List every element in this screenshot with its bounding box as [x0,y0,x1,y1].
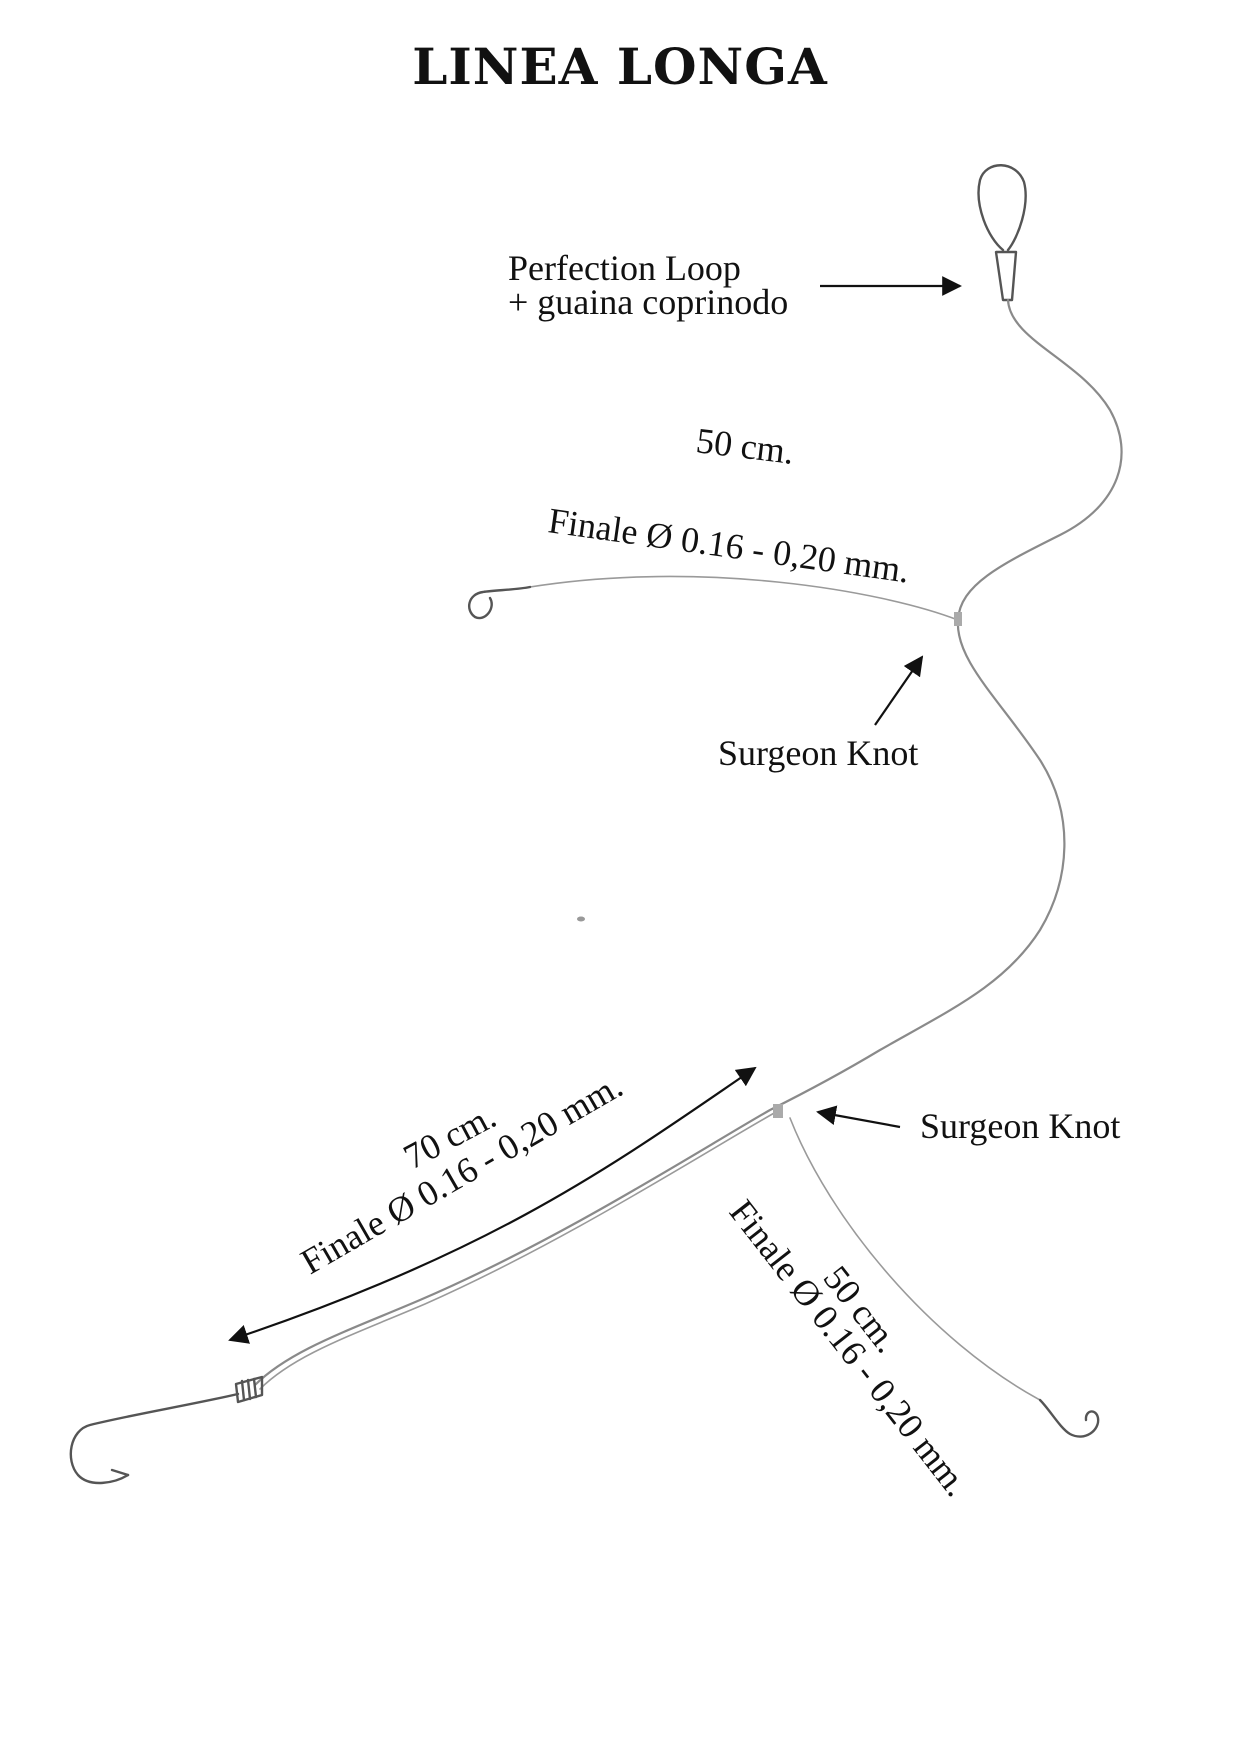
perfection-loop-label: Perfection Loop [508,248,741,288]
upper-finale-label: Finale Ø 0.16 - 0,20 mm. [546,500,912,590]
pencil-speck [577,916,585,922]
upper-surgeon-knot-label: Surgeon Knot [718,733,918,773]
page-title: LINEA LONGA [412,37,828,96]
lower-finale-label: Finale Ø 0.16 - 0,20 mm. [722,1192,978,1503]
lower-surgeon-knot-arrow [816,1105,901,1129]
main-length-arrow [228,1066,757,1344]
lower-surgeon-knot-label: Surgeon Knot [920,1106,1120,1146]
lower-hook-icon [1038,1398,1100,1438]
upper-surgeon-knot-mark [954,612,962,626]
lower-dropper-line [789,1117,1041,1401]
main-finale-label: Finale Ø 0.16 - 0,20 mm. [294,1065,629,1282]
upper-dropper-line [529,575,959,621]
sleeve-label: + guaina coprinodo [508,282,788,322]
main-hook-icon [69,1375,264,1485]
lower-surgeon-knot-mark [773,1104,783,1118]
perfection-loop-icon [977,164,1027,302]
upper-length-label: 50 cm. [694,420,796,472]
upper-surgeon-knot-arrow [874,655,924,726]
upper-hook-icon [467,585,532,620]
